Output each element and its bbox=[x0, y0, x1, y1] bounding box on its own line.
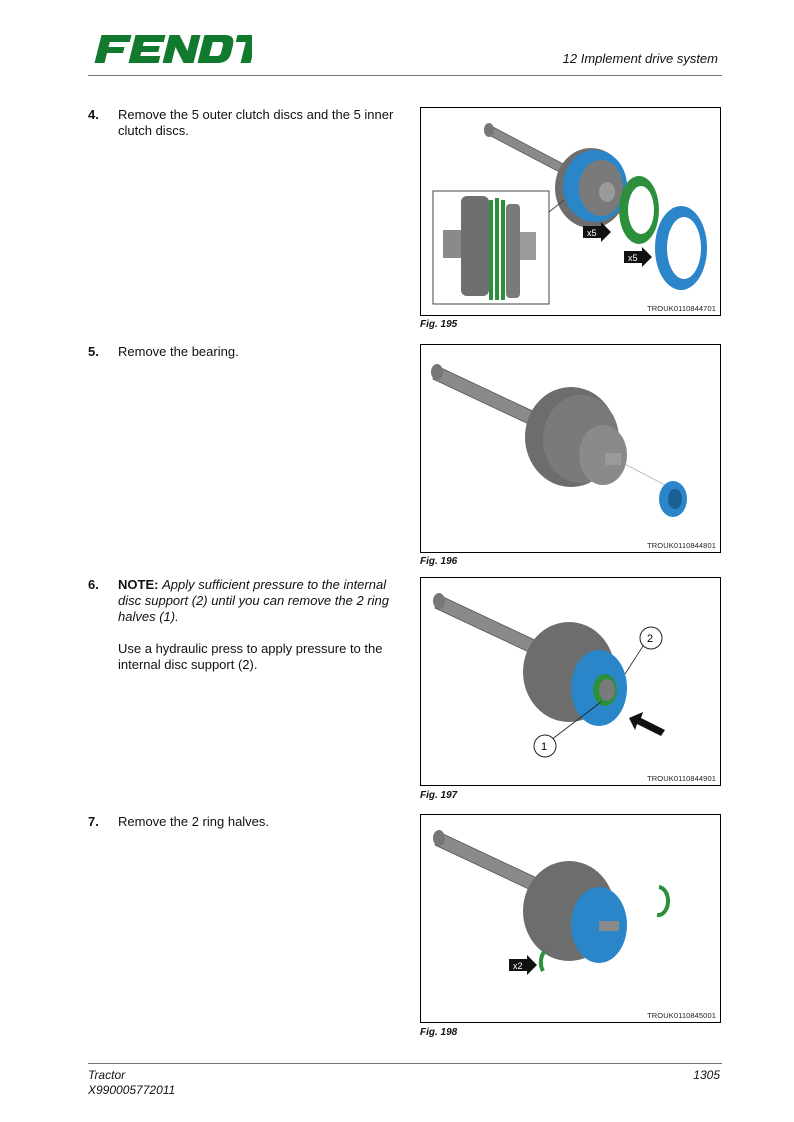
footer-product-info: Tractor X990005772011 bbox=[88, 1068, 175, 1098]
note-paragraph: NOTE: Apply sufficient pressure to the i… bbox=[118, 577, 396, 625]
ring-halves-removed-illustration: x2 bbox=[433, 830, 671, 975]
figure-caption: Fig. 195 bbox=[420, 319, 458, 330]
figure-image-id: TROUK0110844701 bbox=[647, 304, 716, 313]
step-text: Remove the bearing. bbox=[118, 344, 239, 359]
step-5: 5. Remove the bearing. bbox=[88, 344, 398, 364]
ring-quantity: x2 bbox=[513, 961, 523, 971]
figure-195: x5 x5 TROUK0110844701 bbox=[420, 107, 721, 316]
ring-halves-press-illustration: 2 1 bbox=[433, 593, 665, 758]
footer-rule bbox=[88, 1063, 722, 1064]
blue-disc-quantity: x5 bbox=[628, 253, 638, 263]
figure-image-id: TROUK0110844901 bbox=[647, 774, 716, 783]
figure-image-id: TROUK0110844801 bbox=[647, 541, 716, 550]
header-rule bbox=[88, 75, 722, 76]
figure-image-id: TROUK0110845001 bbox=[647, 1011, 716, 1020]
footer-doc-number: X990005772011 bbox=[88, 1083, 176, 1097]
callout-2: 2 bbox=[647, 633, 653, 645]
page-number: 1305 bbox=[693, 1068, 720, 1082]
bearing-removal-illustration bbox=[431, 364, 687, 517]
section-title: 12 Implement drive system bbox=[562, 51, 718, 66]
footer-product: Tractor bbox=[88, 1068, 126, 1082]
figure-196: TROUK0110844801 bbox=[420, 344, 721, 553]
note-text: Apply sufficient pressure to the interna… bbox=[118, 577, 389, 624]
callout-1: 1 bbox=[541, 741, 547, 753]
note-label: NOTE: bbox=[118, 577, 159, 592]
press-arrow-icon bbox=[629, 712, 665, 736]
step-7: 7. Remove the 2 ring halves. bbox=[88, 814, 398, 834]
instruction-paragraph: Use a hydraulic press to apply pressure … bbox=[118, 641, 383, 672]
figure-198: x2 TROUK0110845001 bbox=[420, 814, 721, 1023]
green-disc-quantity: x5 bbox=[587, 228, 597, 238]
step-text: NOTE: Apply sufficient pressure to the i… bbox=[118, 577, 396, 689]
figure-caption: Fig. 198 bbox=[420, 1027, 458, 1038]
figure-caption: Fig. 197 bbox=[420, 790, 458, 801]
step-number: 4. bbox=[88, 107, 99, 122]
clutch-discs-illustration: x5 x5 bbox=[432, 123, 707, 305]
step-6: 6. NOTE: Apply sufficient pressure to th… bbox=[88, 577, 398, 677]
step-number: 7. bbox=[88, 814, 99, 829]
figure-caption: Fig. 196 bbox=[420, 556, 458, 567]
step-text: Remove the 2 ring halves. bbox=[118, 814, 270, 829]
step-number: 5. bbox=[88, 344, 99, 359]
step-number: 6. bbox=[88, 577, 99, 592]
fendt-logo bbox=[94, 35, 252, 63]
step-4: 4. Remove the 5 outer clutch discs and t… bbox=[88, 107, 398, 147]
step-text: Remove the 5 outer clutch discs and the … bbox=[118, 107, 394, 138]
figure-197: 2 1 TROUK0110844901 bbox=[420, 577, 721, 786]
